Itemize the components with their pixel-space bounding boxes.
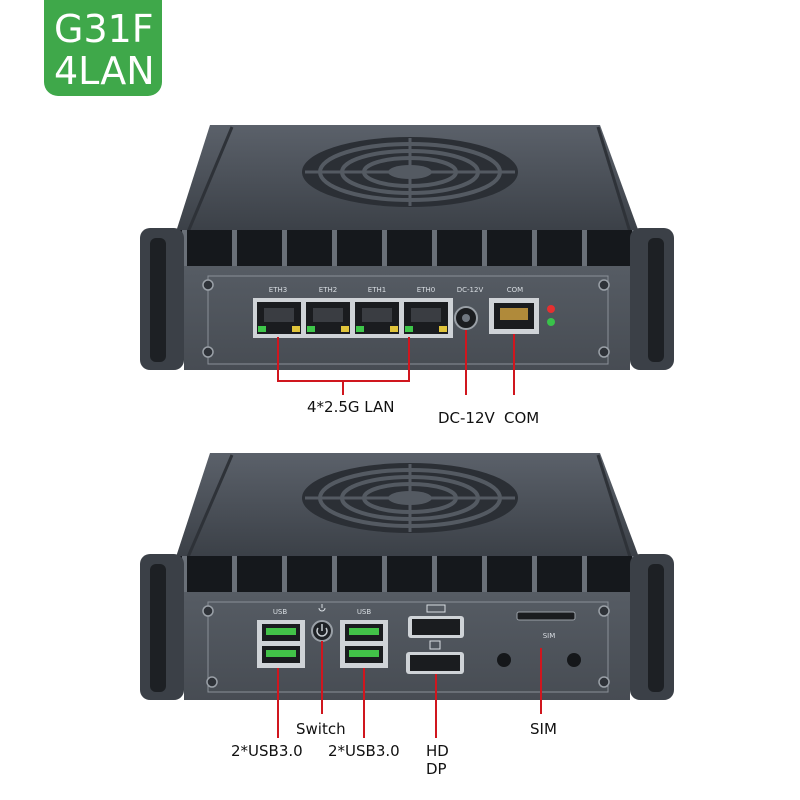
com-callout-label: COM	[504, 409, 540, 427]
model-lan-count: 4LAN	[54, 49, 155, 93]
displayport-port	[406, 652, 464, 674]
usb-right-label: USB	[357, 608, 372, 616]
usb-port-stack-right	[340, 620, 388, 668]
status-led-green	[547, 318, 555, 326]
usb-left-callout-label: 2*USB3.0	[231, 742, 303, 760]
power-icon	[318, 604, 326, 612]
usb-right-callout-label: 2*USB3.0	[328, 742, 400, 760]
dc-12v-label: DC-12V	[457, 286, 484, 294]
status-led-red	[547, 305, 555, 313]
antenna-hole	[567, 653, 581, 667]
dp-callout-label: DP	[426, 760, 447, 778]
com-label: COM	[507, 286, 523, 294]
eth0-label: ETH0	[417, 286, 435, 294]
hd-callout-label: HD	[426, 742, 449, 760]
antenna-hole	[497, 653, 511, 667]
model-badge: G31F 4LAN	[44, 0, 162, 96]
top-mini-pc: ETH3 ETH2 ETH1 ETH0 DC-12V COM	[140, 125, 674, 395]
power-switch-button	[311, 620, 333, 642]
eth1-label: ETH1	[368, 286, 386, 294]
bottom-front-panel	[184, 592, 630, 700]
ethernet-port	[355, 302, 399, 334]
bottom-callout-lines	[277, 641, 542, 738]
dc-power-jack	[454, 306, 478, 330]
top-callout-lines	[277, 330, 515, 395]
ethernet-port	[306, 302, 350, 334]
eth2-label: ETH2	[319, 286, 337, 294]
model-name: G31F	[54, 7, 154, 51]
eth3-label: ETH3	[269, 286, 287, 294]
lan-callout-label: 4*2.5G LAN	[307, 398, 395, 416]
hdmi-port	[408, 616, 464, 638]
usb-port-stack-left	[257, 620, 305, 668]
ethernet-port	[404, 302, 448, 334]
fan-grille	[302, 463, 518, 533]
usb-left-label: USB	[273, 608, 288, 616]
sim-card-slot	[516, 611, 576, 621]
com-port	[489, 298, 539, 334]
ethernet-port	[257, 302, 301, 334]
heatsink-fins	[180, 556, 640, 592]
fan-grille	[302, 137, 518, 207]
sim-callout-label: SIM	[530, 720, 557, 738]
bottom-mini-pc: USB USB SIM	[140, 453, 674, 738]
heatsink-fins	[180, 230, 640, 266]
displayport-icon	[429, 640, 441, 650]
dc-callout-label: DC-12V	[438, 409, 495, 427]
hdmi-icon	[426, 604, 446, 613]
sim-label: SIM	[543, 632, 556, 640]
switch-callout-label: Switch	[296, 720, 346, 738]
